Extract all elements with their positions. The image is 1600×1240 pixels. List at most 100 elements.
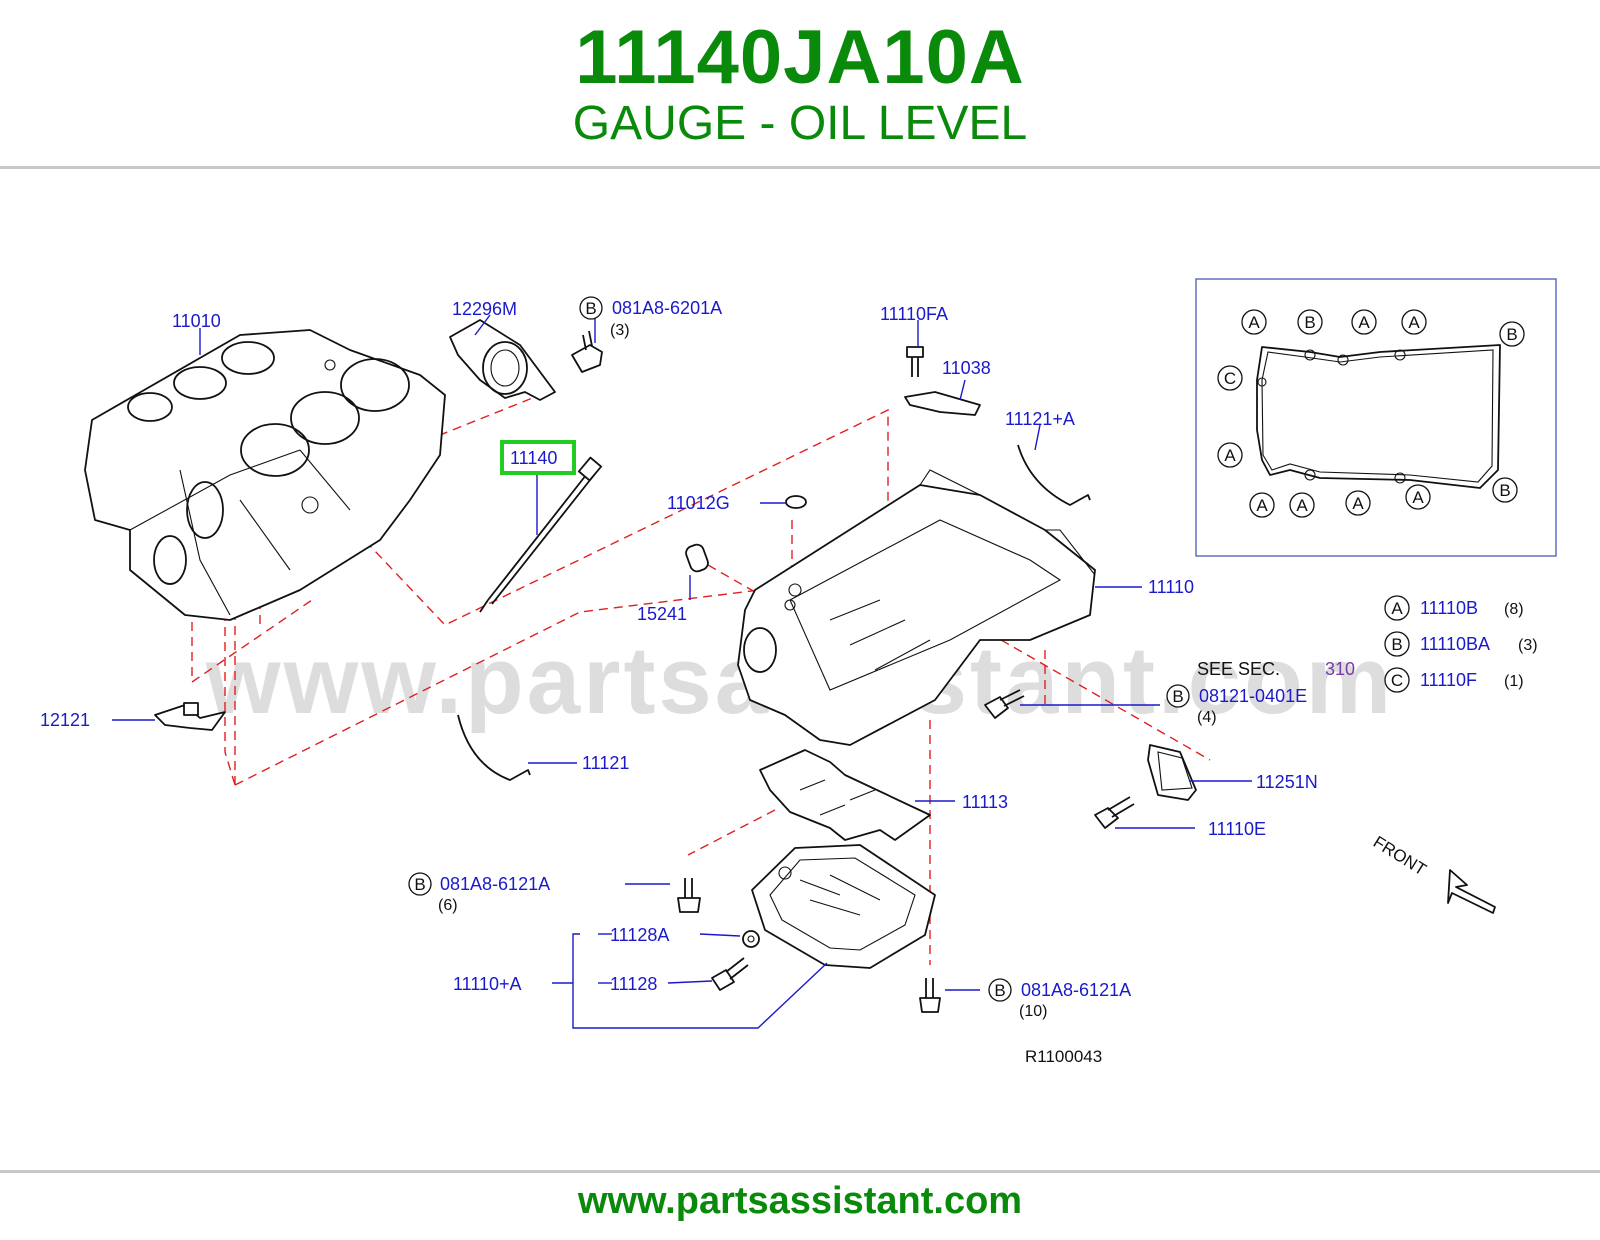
legend-circle xyxy=(1384,631,1410,657)
bolt-11110e-drawing xyxy=(1094,796,1135,829)
callout-081a8-6121a-6: 081A8-6121A xyxy=(440,874,550,894)
ref-circle-b xyxy=(579,296,603,320)
callout-11113: 11113 xyxy=(962,792,1008,812)
part-description: GAUGE - OIL LEVEL xyxy=(572,97,1028,150)
upper-oil-pan-drawing xyxy=(737,469,1096,746)
callout-11128a: 11128A xyxy=(610,925,669,945)
inset-ref-circle xyxy=(1249,492,1275,518)
callout-11010: 11010 xyxy=(172,311,221,331)
diagram-reference: R1100043 xyxy=(1025,1047,1102,1066)
footer-url: www.partsassistant.com xyxy=(577,1180,1023,1222)
callout-081a8-6121a-10: 081A8-6121A xyxy=(1021,980,1131,1000)
rear-seal-retainer-drawing xyxy=(449,319,556,401)
legend-part-number: 11110BA xyxy=(1420,634,1490,654)
callout-11128: 11128 xyxy=(610,974,657,994)
callout-08121-0401e: 08121-0401E xyxy=(1199,686,1307,706)
bolt-11110fa-drawing xyxy=(906,346,924,377)
callout-11038: 11038 xyxy=(942,358,991,378)
lower-oil-pan-drawing xyxy=(751,844,936,969)
callout-15241: 15241 xyxy=(637,604,687,624)
footer-divider xyxy=(0,1170,1600,1173)
callout-11012g: 11012G xyxy=(667,493,730,513)
plug-11012g-drawing xyxy=(785,495,807,509)
inset-ref-letter: A xyxy=(1296,496,1308,515)
inset-ref-circle xyxy=(1351,309,1377,335)
inset-ref-circle xyxy=(1241,309,1267,335)
qty-081a8-6201a: (3) xyxy=(610,322,630,339)
inset-ref-circles: A B A A B C A A A A A B xyxy=(1217,309,1525,518)
bolt-6201a-drawing xyxy=(571,330,603,373)
callout-11110e: 11110E xyxy=(1208,819,1266,839)
front-direction-indicator: FRONT xyxy=(1370,832,1496,914)
leader-lines xyxy=(112,314,1252,1029)
inset-ref-letter: A xyxy=(1352,494,1364,513)
callout-081a8-6201a: 081A8-6201A xyxy=(612,298,722,318)
inset-ref-circle xyxy=(1492,477,1518,503)
callout-11140-highlighted: 11140 xyxy=(510,448,557,468)
ref-circle-b xyxy=(988,978,1012,1002)
highlight-box-11140 xyxy=(500,440,576,475)
inset-ref-letter: A xyxy=(1412,488,1424,507)
baffle-11121-drawing xyxy=(457,714,531,781)
cover-11251n-drawing xyxy=(1147,744,1197,801)
inset-ref-circle xyxy=(1405,484,1431,510)
callout-12296m: 12296M xyxy=(452,299,517,319)
inset-ref-letter: A xyxy=(1408,313,1420,332)
legend-letter: C xyxy=(1391,671,1403,690)
ref-circle-b xyxy=(408,872,432,896)
bolt-0401e-drawing xyxy=(984,689,1025,719)
callout-11110: 11110 xyxy=(1148,577,1194,597)
callout-11110a: 11110+A xyxy=(453,974,522,994)
baffle-11121a-drawing xyxy=(1017,444,1091,506)
ref-letter-b: B xyxy=(585,299,596,318)
callout-11121: 11121 xyxy=(582,753,629,773)
legend-quantity: (1) xyxy=(1504,673,1524,690)
callout-labels: 11010 12296M B 081A8-6201A (3) 11140 111… xyxy=(40,296,1355,1066)
drain-plug-11128-drawing xyxy=(711,957,749,991)
inset-ref-letter: A xyxy=(1224,446,1236,465)
ref-letter-b: B xyxy=(414,875,425,894)
header-divider xyxy=(0,166,1600,169)
inset-ref-letter: A xyxy=(1256,496,1268,515)
qty-081a8-6121a-6: (6) xyxy=(438,897,458,914)
qty-08121-0401e: (4) xyxy=(1197,709,1217,726)
legend-part-number: 11110F xyxy=(1420,670,1477,690)
legend-quantity: (3) xyxy=(1518,637,1538,654)
legend-circle xyxy=(1384,667,1410,693)
oil-level-gauge-drawing xyxy=(479,456,603,613)
inset-ref-circle xyxy=(1401,309,1427,335)
callout-12121: 12121 xyxy=(40,710,90,730)
front-label: FRONT xyxy=(1370,832,1430,879)
inset-ref-letter: C xyxy=(1224,369,1236,388)
dowel-15241-drawing xyxy=(685,543,709,573)
see-section-number: 310 xyxy=(1325,659,1355,679)
legend-letter: A xyxy=(1391,599,1403,618)
bolt-6121a-10-drawing xyxy=(919,978,941,1013)
ref-letter-b: B xyxy=(994,981,1005,1000)
bolt-6121a-6-drawing xyxy=(677,878,701,913)
ref-circle-b xyxy=(1166,684,1190,708)
oil-jet-12121-drawing xyxy=(154,702,226,731)
qty-081a8-6121a-10: (10) xyxy=(1019,1003,1047,1020)
inset-ref-circle xyxy=(1217,442,1243,468)
front-arrow-icon xyxy=(1447,869,1496,914)
inset-ref-circle xyxy=(1499,321,1525,347)
legend-part-number: 11110B xyxy=(1420,598,1478,618)
inset-ref-letter: B xyxy=(1499,481,1510,500)
washer-11128a-drawing xyxy=(742,930,760,948)
inset-ref-letter: A xyxy=(1358,313,1370,332)
cylinder-block-drawing xyxy=(84,329,446,621)
inset-ref-letter: B xyxy=(1506,325,1517,344)
see-section-text: SEE SEC. xyxy=(1197,659,1280,679)
gasket-outline xyxy=(1256,344,1501,489)
legend-quantity: (8) xyxy=(1504,601,1524,618)
inset-ref-letter: B xyxy=(1304,313,1315,332)
callout-11251n: 11251N xyxy=(1256,772,1318,792)
ref-letter-b: B xyxy=(1172,687,1183,706)
callout-11121a: 11121+A xyxy=(1005,409,1075,429)
baffle-plate-11113-drawing xyxy=(759,749,931,841)
part-number-title: 11140JA10A xyxy=(575,15,1025,100)
inset-ref-letter: A xyxy=(1248,313,1260,332)
